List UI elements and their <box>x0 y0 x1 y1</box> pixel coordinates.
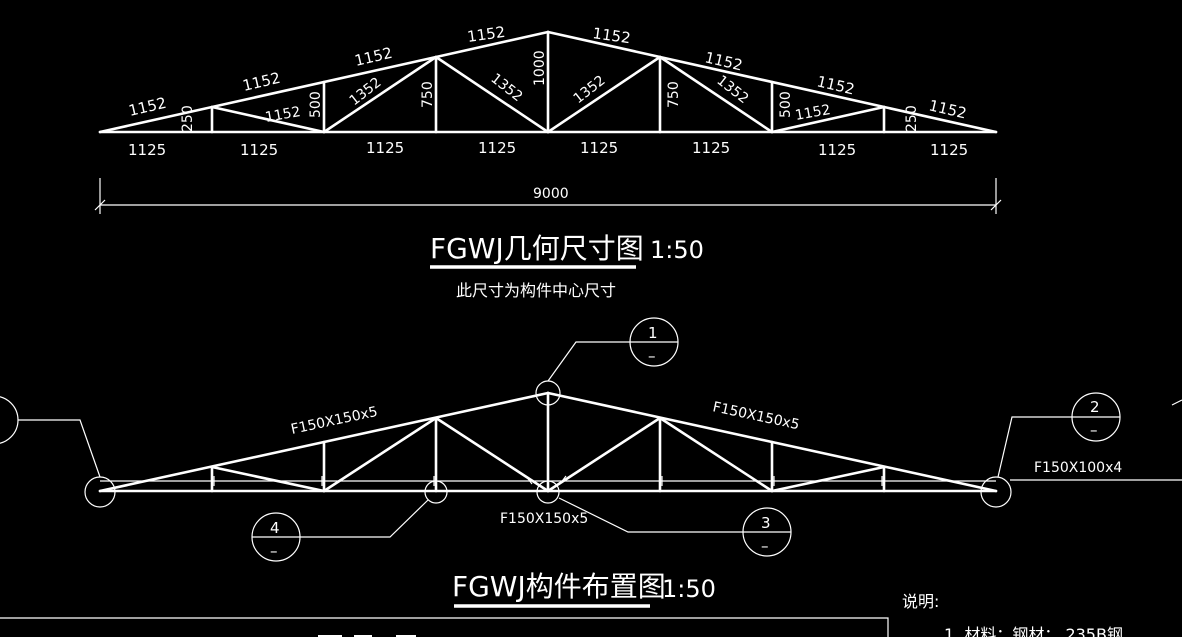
dim-span: 1125 <box>818 141 856 159</box>
callout-number: 1 <box>648 324 658 342</box>
geo-diagonal <box>546 55 662 134</box>
callout-1: 1 – <box>629 317 679 367</box>
dim-short-diagonal: 1152 <box>794 102 832 124</box>
geometry-scale: 1:50 <box>650 236 704 264</box>
geometry-note: 此尺寸为构件中心尺寸 <box>456 281 616 300</box>
dim-top-chord: 1152 <box>703 48 744 74</box>
geo-diagonal <box>210 105 326 134</box>
dim-span: 1125 <box>580 139 618 157</box>
dim-top-chord: 1152 <box>591 24 631 47</box>
callout-number: 4 <box>270 519 280 537</box>
dim-top-chord: 1152 <box>127 94 168 120</box>
layout-diagonal <box>434 416 550 493</box>
geo-diagonal <box>770 105 886 134</box>
dim-long-diagonal: 1352 <box>571 73 609 108</box>
geometry-truss <box>98 30 998 134</box>
notes-line1: 1. 材料：钢材： 235B钢 <box>944 625 1123 637</box>
dim-span: 1125 <box>366 139 404 157</box>
layout-section-ticks <box>213 475 883 486</box>
dim-span: 1125 <box>478 139 516 157</box>
layout-diagonal <box>770 465 886 493</box>
section-bottom-chord: F150X150x5 <box>500 511 588 527</box>
callout-number: 3 <box>761 514 771 532</box>
overall-dimension: 9000 <box>94 178 1002 214</box>
callout-number: 2 <box>1090 398 1100 416</box>
node-circle <box>424 480 448 504</box>
geo-diagonal <box>658 55 774 134</box>
callout-sheet: – <box>761 537 769 555</box>
callout-4: 4 – <box>251 512 301 562</box>
layout-scale: 1:50 <box>662 575 716 603</box>
section-web: F150X100x4 <box>1034 460 1122 476</box>
dim-vertical: 1000 <box>532 50 548 86</box>
dim-span: 1125 <box>240 141 278 159</box>
geo-diagonal <box>434 55 550 134</box>
dim-vertical: 500 <box>778 91 794 118</box>
layout-diagonal <box>210 465 326 493</box>
dim-long-diagonal: 1352 <box>714 73 752 108</box>
dim-vertical: 250 <box>180 105 196 132</box>
dim-top-chord: 1152 <box>353 44 394 70</box>
dim-overall: 9000 <box>533 186 569 202</box>
frame-edge <box>0 617 889 637</box>
geometry-title: FGWJ几何尺寸图 <box>430 232 644 265</box>
layout-title-block: FGWJ构件布置图 1:50 <box>452 570 716 608</box>
node-circle <box>980 476 1012 508</box>
dim-top-chord: 1152 <box>241 69 282 95</box>
layout-diagonal <box>546 416 662 493</box>
geo-diagonal <box>322 55 438 134</box>
geometry-title-block: FGWJ几何尺寸图 1:50 此尺寸为构件中心尺寸 <box>430 232 704 300</box>
layout-diagonal <box>322 416 438 493</box>
callout-sheet: – <box>270 542 278 560</box>
leader-lines <box>0 341 1072 538</box>
callout-sheet: – <box>1090 421 1098 439</box>
dim-long-diagonal: 1352 <box>488 71 526 106</box>
dim-top-chord: 1152 <box>815 72 856 98</box>
dim-span: 1125 <box>692 139 730 157</box>
dim-vertical: 750 <box>666 81 682 108</box>
dim-span: 1125 <box>930 141 968 159</box>
section-top-chord-right: F150X150x5 <box>711 399 801 433</box>
callout-partial-left <box>0 396 19 444</box>
layout-diagonal <box>658 416 774 493</box>
geo-bottom-span-labels: 1125 1125 1125 1125 1125 1125 1125 1125 <box>128 139 968 159</box>
dim-vertical: 750 <box>420 81 436 108</box>
dim-short-diagonal: 1152 <box>264 104 302 126</box>
dim-top-chord: 1152 <box>466 23 506 46</box>
layout-node-circles <box>84 380 1012 508</box>
notes-heading: 说明: <box>902 592 939 611</box>
layout-section-labels: F150X150x5 F150X150x5 F150X150x5 F150X10… <box>290 399 1182 527</box>
callout-2: 2 – <box>1071 392 1121 442</box>
layout-title: FGWJ构件布置图 <box>452 570 666 603</box>
geo-vertical-labels: 250 500 750 1000 750 500 250 <box>180 50 920 132</box>
notes-block: 说明: 1. 材料：钢材： 235B钢 <box>902 592 1123 637</box>
node-circle <box>536 480 560 504</box>
callout-sheet: – <box>648 347 656 365</box>
callout-3: 3 – <box>742 507 792 557</box>
geo-top-chord-labels: 1152 1152 1152 1152 1152 1152 1152 1152 <box>127 23 969 123</box>
dim-vertical: 250 <box>904 105 920 132</box>
geo-short-diagonal-labels: 1152 1152 <box>264 102 832 126</box>
dim-span: 1125 <box>128 141 166 159</box>
dim-vertical: 500 <box>308 91 324 118</box>
layout-truss <box>98 391 998 493</box>
